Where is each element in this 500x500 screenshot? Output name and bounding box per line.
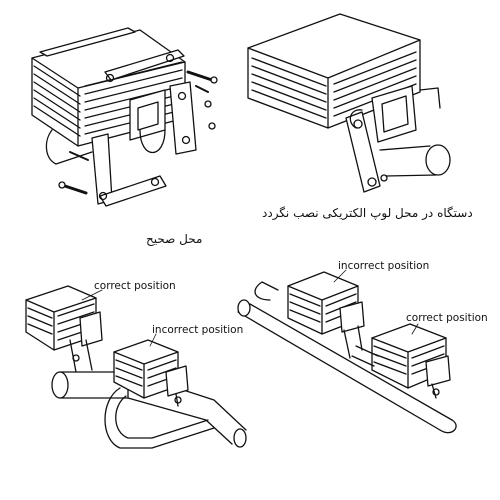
label-incorrect-position-right: incorrect position — [338, 260, 430, 272]
caption-correct-placement: محل صحیح — [146, 232, 203, 246]
caption-not-on-loop: دستگاه در محل لوپ الکتریکی نصب نگردد — [262, 206, 473, 220]
exploded-device-drawing — [31, 27, 218, 207]
pipe-loop-drawing — [237, 271, 457, 434]
correct-incorrect-left-drawing — [25, 285, 247, 449]
label-incorrect-position-left: incorrect position — [152, 324, 244, 336]
label-correct-position-left: correct position — [94, 280, 176, 292]
label-correct-position-right: correct position — [406, 312, 488, 324]
assembled-device-drawing — [247, 13, 451, 193]
